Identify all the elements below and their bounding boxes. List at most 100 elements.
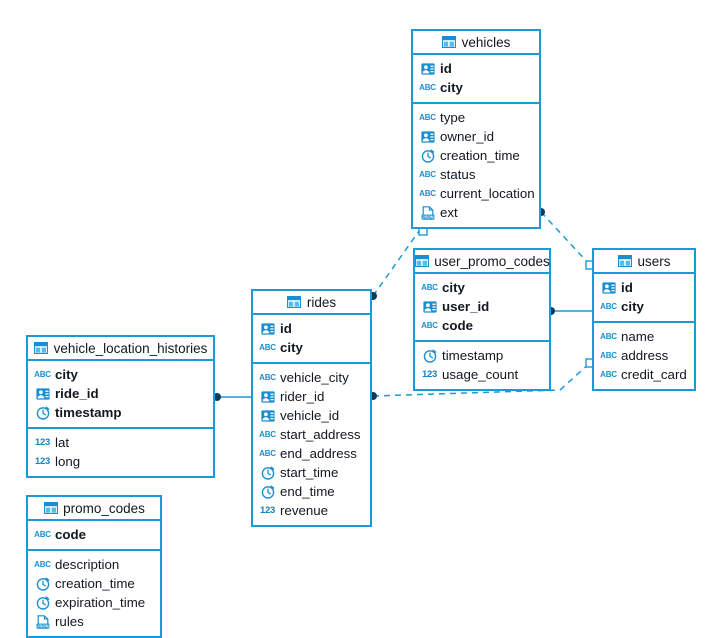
column-name: timestamp bbox=[442, 347, 504, 363]
column-name: description bbox=[55, 556, 120, 572]
column-name: city bbox=[621, 298, 644, 314]
id-card-icon bbox=[601, 280, 616, 295]
table-header[interactable]: users bbox=[594, 250, 694, 274]
column-name: vehicle_city bbox=[280, 369, 349, 385]
clock-icon bbox=[35, 405, 50, 420]
table-name: promo_codes bbox=[63, 500, 145, 516]
column-row[interactable]: creation_time bbox=[413, 146, 539, 165]
column-name: user_id bbox=[442, 298, 490, 314]
column-row[interactable]: rider_id bbox=[253, 387, 370, 406]
primary-key-row[interactable]: user_id bbox=[415, 297, 549, 316]
relationship-rel-vlh-rides[interactable] bbox=[213, 393, 251, 401]
column-name: id bbox=[280, 320, 292, 336]
abc-text-icon: ABC bbox=[600, 332, 617, 341]
table-grid-icon bbox=[442, 35, 457, 50]
column-name: usage_count bbox=[442, 366, 519, 382]
clock-icon bbox=[422, 348, 437, 363]
svg-text:JSON: JSON bbox=[422, 214, 433, 219]
json-document-icon: JSON bbox=[420, 205, 435, 220]
column-row[interactable]: JSON rules bbox=[28, 612, 160, 631]
relationship-rel-upc-users[interactable] bbox=[547, 307, 592, 315]
column-name: end_time bbox=[280, 483, 335, 499]
column-row[interactable]: expiration_time bbox=[28, 593, 160, 612]
primary-key-row[interactable]: timestamp bbox=[28, 403, 213, 422]
column-name: city bbox=[55, 366, 78, 382]
primary-key-row[interactable]: id bbox=[253, 319, 370, 338]
abc-text-icon: ABC bbox=[421, 321, 438, 330]
column-row[interactable]: ABC start_address bbox=[253, 425, 370, 444]
abc-text-icon: ABC bbox=[259, 430, 276, 439]
primary-key-row[interactable]: id bbox=[413, 59, 539, 78]
column-row[interactable]: timestamp bbox=[415, 346, 549, 365]
table-header[interactable]: user_promo_codes bbox=[414, 250, 550, 274]
column-name: creation_time bbox=[440, 147, 520, 163]
column-row[interactable]: vehicle_id bbox=[253, 406, 370, 425]
column-name: revenue bbox=[280, 502, 329, 518]
table-name: vehicles bbox=[461, 34, 511, 50]
column-name: address bbox=[621, 347, 669, 363]
abc-text-icon: ABC bbox=[419, 189, 436, 198]
primary-key-row[interactable]: ride_id bbox=[28, 384, 213, 403]
table-header[interactable]: rides bbox=[253, 291, 370, 315]
column-row[interactable]: ABC name bbox=[594, 327, 694, 346]
column-row[interactable]: end_time bbox=[253, 482, 370, 501]
column-name: rider_id bbox=[280, 388, 325, 404]
abc-text-icon: ABC bbox=[419, 83, 436, 92]
column-name: rules bbox=[55, 613, 84, 629]
column-name: vehicle_id bbox=[280, 407, 340, 423]
table-header[interactable]: vehicle_location_histories bbox=[28, 337, 213, 361]
column-name: name bbox=[621, 328, 655, 344]
clock-icon bbox=[260, 484, 275, 499]
table-header[interactable]: promo_codes bbox=[28, 497, 160, 521]
column-name: end_address bbox=[280, 445, 357, 461]
column-name: credit_card bbox=[621, 366, 687, 382]
column-row[interactable]: owner_id bbox=[413, 127, 539, 146]
primary-key-row[interactable]: id bbox=[594, 278, 694, 297]
column-row[interactable]: JSON ext bbox=[413, 203, 539, 222]
column-row[interactable]: start_time bbox=[253, 463, 370, 482]
column-name: start_address bbox=[280, 426, 361, 442]
clock-icon bbox=[35, 595, 50, 610]
column-name: lat bbox=[55, 434, 70, 450]
id-card-icon bbox=[260, 321, 275, 336]
column-name: owner_id bbox=[440, 128, 494, 144]
table-header[interactable]: vehicles bbox=[413, 31, 539, 55]
column-row[interactable]: creation_time bbox=[28, 574, 160, 593]
id-card-icon bbox=[260, 408, 275, 423]
column-name: ext bbox=[440, 204, 458, 220]
json-document-icon: JSON bbox=[35, 614, 50, 629]
abc-text-icon: ABC bbox=[419, 170, 436, 179]
table-name: rides bbox=[306, 294, 337, 310]
abc-text-icon: ABC bbox=[419, 113, 436, 122]
